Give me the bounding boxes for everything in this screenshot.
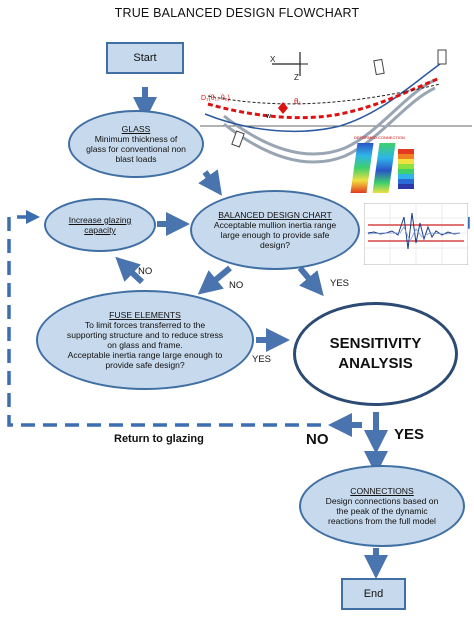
label-no-to-increase: NO — [138, 266, 153, 277]
connections-line-3: reactions from the full model — [328, 516, 436, 527]
connections-heading: CONNECTIONS — [350, 485, 414, 496]
axis-z-label: Z — [294, 73, 299, 82]
deformed-connection-label: DEFORMED CONNECTION — [354, 135, 405, 140]
label-no-sensitivity: NO — [306, 431, 329, 448]
sensitivity-line-2: ANALYSIS — [338, 355, 413, 372]
arrow-glass-to-balanced — [198, 169, 222, 196]
arrow-balanced-to-fuse — [197, 265, 232, 295]
return-to-glazing-label: Return to glazing — [114, 433, 204, 445]
label-yes-sensitivity: YES — [394, 426, 425, 443]
glass-line-3: blast loads — [115, 154, 157, 165]
glass-node[interactable]: GLASS Minimum thickness of glass for con… — [68, 110, 204, 178]
time-history-figure — [364, 203, 468, 265]
arrow-balanced-to-sensitivity — [297, 266, 324, 297]
balanced-heading: BALANCED DESIGN CHART — [218, 209, 332, 220]
return-dashed-line — [7, 215, 321, 427]
beam-deformation-figure: X Z D₁(θ₁, θ₂) w θ₁ — [200, 49, 472, 164]
start-box[interactable]: Start — [106, 42, 184, 74]
end-box[interactable]: End — [341, 578, 406, 610]
balanced-line-3: design? — [259, 240, 291, 251]
connections-line-2: the peak of the dynamic — [336, 506, 428, 516]
fuse-line-2: supporting structure and to reduce stres… — [66, 329, 224, 340]
arrow-fuse-to-increase — [115, 256, 145, 285]
connections-line-1: Design connections based on — [325, 495, 439, 506]
label-yes-to-sensitivity: YES — [330, 278, 350, 289]
balanced-design-node[interactable]: BALANCED DESIGN CHART Acceptable mullion… — [190, 190, 360, 270]
axis-x-label: X — [270, 55, 276, 64]
fuse-elements-node[interactable]: FUSE ELEMENTS To limit forces transferre… — [36, 290, 254, 390]
fuse-heading: FUSE ELEMENTS — [109, 309, 181, 320]
fuse-line-4: Acceptable inertia range large enough to — [67, 350, 223, 361]
fuse-line-3: on glass and frame. — [107, 340, 183, 350]
balanced-line-2: large enough to provide safe — [220, 230, 330, 240]
sensitivity-line-1: SENSITIVITY — [329, 334, 422, 352]
page-title: TRUE BALANCED DESIGN FLOWCHART — [114, 6, 360, 20]
connection-fea-figure: DEFORMED CONNECTION — [350, 135, 432, 197]
glass-line-1: Minimum thickness of — [94, 133, 178, 144]
connections-node[interactable]: CONNECTIONS Design connections based on … — [299, 465, 465, 547]
balanced-line-1: Acceptable mullion inertia range — [213, 219, 337, 230]
increase-glazing-node[interactable]: Increase glazing capacity — [44, 198, 156, 252]
increase-line-2: capacity — [84, 225, 116, 235]
theta-label: θ₁ — [294, 97, 301, 106]
return-arrow-head — [26, 210, 40, 224]
label-yes-fuse: YES — [252, 354, 272, 365]
w-label: w — [265, 113, 272, 120]
fuse-line-5: provide safe design? — [105, 360, 185, 371]
increase-line-1: Increase glazing — [68, 214, 132, 225]
sensitivity-analysis-node[interactable]: SENSITIVITY ANALYSIS — [293, 302, 458, 406]
deflection-tag: D₁(θ₁, θ₂) — [201, 95, 230, 102]
fuse-line-1: To limit forces transferred to the — [84, 319, 206, 330]
glass-line-2: glass for conventional non — [86, 144, 186, 154]
glass-heading: GLASS — [121, 123, 151, 134]
label-no-to-fuse: NO — [229, 280, 244, 291]
